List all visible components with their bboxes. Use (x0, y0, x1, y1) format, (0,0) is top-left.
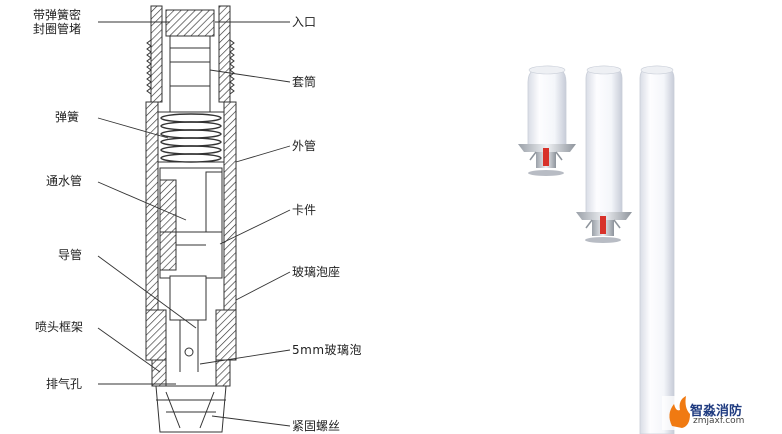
product-photo-long (639, 65, 675, 434)
cross-section-drawing (145, 5, 237, 433)
watermark-name: 智淼消防 (690, 404, 743, 419)
label-outer-tube: 外管 (292, 139, 317, 153)
label-spring: 弹簧 (55, 110, 80, 124)
label-water-pipe: 通水管 (46, 174, 83, 188)
watermark-logo (662, 396, 778, 430)
product-photo-medium (576, 65, 632, 243)
label-sleeve: 套筒 (292, 75, 317, 89)
label-nozzle-frame: 喷头框架 (35, 320, 84, 334)
label-vent-hole: 排气孔 (46, 377, 83, 391)
watermark-url: zmjaxf.com (693, 416, 745, 426)
label-glass-bulb-5mm: 5mm玻璃泡 (292, 343, 363, 357)
product-photo-short (518, 65, 576, 176)
label-clip: 卡件 (292, 203, 317, 217)
label-spring-seal-plug: 带弹簧密 封圈管堵 (33, 8, 81, 36)
label-inlet: 入口 (292, 15, 317, 29)
label-guide-tube: 导管 (58, 248, 83, 262)
label-spring-seal-plug-line2: 封圈管堵 (33, 22, 82, 36)
label-fastening-nut: 紧固螺丝 (292, 419, 341, 433)
label-spring-seal-plug-line1: 带弹簧密 (33, 8, 82, 22)
label-glass-bulb-seat: 玻璃泡座 (292, 265, 341, 279)
leader-lines (97, 21, 291, 427)
